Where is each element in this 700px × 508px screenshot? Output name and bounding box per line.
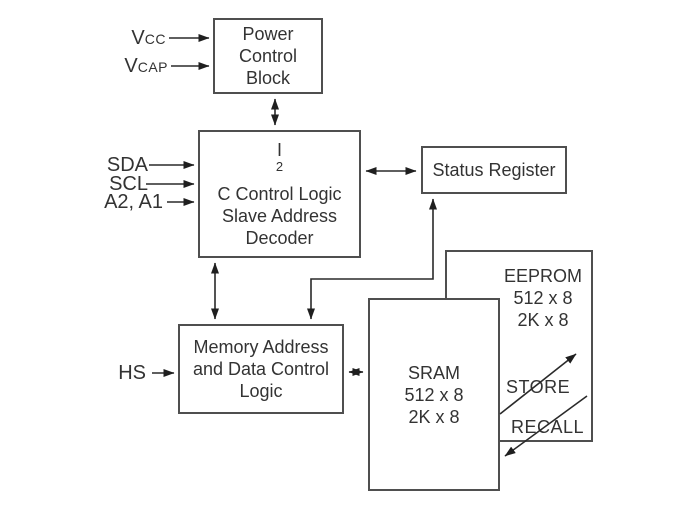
a2-a1-label: A2, A1 — [104, 191, 163, 213]
sram-block: SRAM 512 x 8 2K x 8 — [368, 298, 500, 491]
scl-label: SCL — [109, 173, 148, 195]
status-register-block: Status Register — [421, 146, 567, 194]
hs-label: HS — [118, 362, 146, 384]
i2c-label-rest: C Control Logic — [217, 184, 342, 204]
vcc-label-sub: CC — [144, 31, 166, 47]
memory-label-line3: Logic — [239, 381, 283, 401]
power-label-line2: Control — [238, 46, 298, 66]
memory-control-block: Memory Address and Data Control Logic — [178, 324, 344, 414]
sda-label: SDA — [106, 154, 148, 176]
vcap-label-sub: CAP — [137, 59, 168, 75]
eeprom-label-line3: 2K x 8 — [517, 310, 569, 330]
eeprom-label-line2: 512 x 8 — [513, 288, 573, 308]
i2c-label-line3: Decoder — [245, 228, 314, 248]
vcc-label: VCC — [100, 27, 166, 50]
vcc-label-base: V — [131, 27, 145, 49]
store-label: STORE — [506, 377, 571, 397]
power-control-block: Power Control Block — [213, 18, 323, 94]
sram-label-line3: 2K x 8 — [408, 406, 460, 427]
recall-label: RECALL — [511, 417, 585, 437]
memory-label-line1: Memory Address — [193, 337, 329, 357]
sram-label-line1: SRAM — [407, 362, 460, 383]
sram-label-line2: 512 x 8 — [404, 384, 464, 405]
eeprom-label-line1: EEPROM — [503, 266, 582, 286]
i2c-label-sup2: 2 — [275, 159, 284, 174]
vcap-label: VCAP — [100, 55, 168, 78]
vcap-label-base: V — [124, 55, 138, 77]
power-label-line3: Block — [245, 68, 290, 88]
status-register-label: Status Register — [432, 160, 556, 180]
i2c-label-i: I — [276, 140, 282, 160]
i2c-label-line2: Slave Address — [221, 206, 338, 226]
power-label-line1: Power — [242, 24, 294, 44]
memory-label-line2: and Data Control — [192, 359, 330, 379]
